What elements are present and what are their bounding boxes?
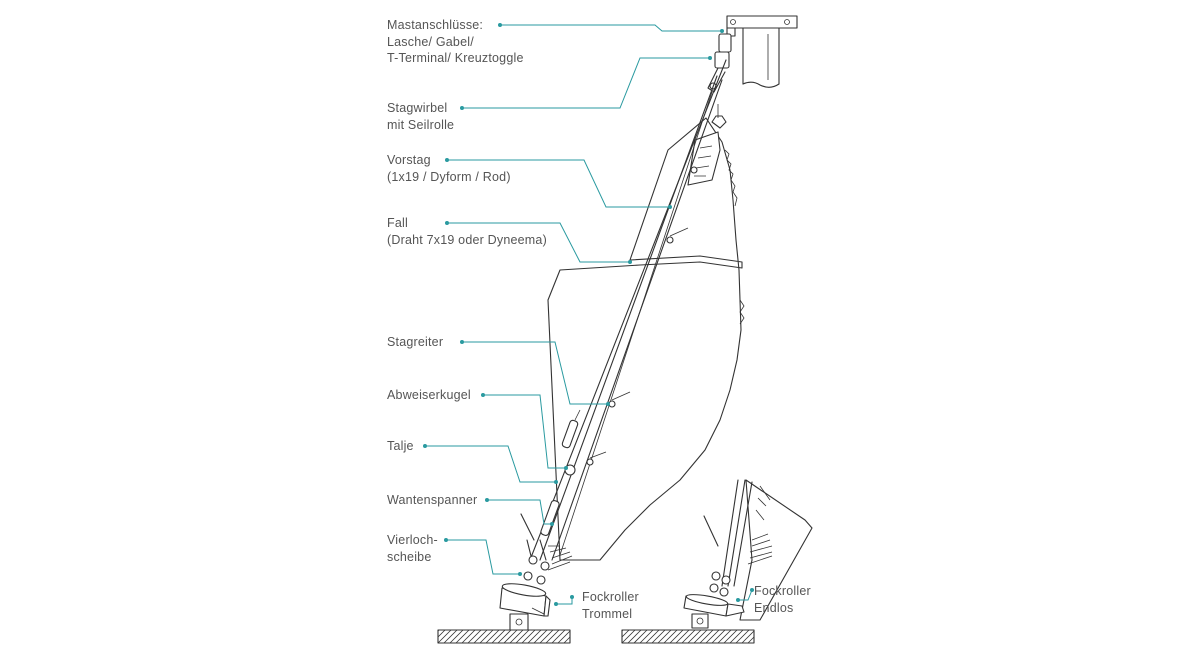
deck-hatch-line xyxy=(663,629,678,644)
deck-hatch-line xyxy=(443,629,458,644)
deck-hatch-line xyxy=(645,629,660,644)
label-tackle: Talje xyxy=(387,438,414,455)
deck-hatch-line xyxy=(437,629,440,632)
deck-hatch-line xyxy=(467,629,482,644)
deck-hatch-line xyxy=(705,629,720,644)
leader-lines xyxy=(423,23,754,606)
label-mast-fittings: Mastanschlüsse: Lasche/ Gabel/ T-Termina… xyxy=(387,17,524,67)
stay-swivel xyxy=(707,33,732,93)
deck-hatch-line xyxy=(729,629,744,644)
label-four-hole-plate: Vierloch- scheibe xyxy=(387,532,438,565)
deck-hatch-line xyxy=(747,636,755,644)
endless-furler-stay xyxy=(703,479,753,597)
label-forestay: Vorstag (1x19 / Dyform / Rod) xyxy=(387,152,511,185)
drum-furler xyxy=(499,583,551,631)
deck-hatch-line xyxy=(621,629,636,644)
deck-hatch-line xyxy=(563,636,571,644)
endless-furler-sail xyxy=(739,479,813,621)
label-hank: Stagreiter xyxy=(387,334,443,351)
label-line: Lasche/ Gabel/ xyxy=(387,34,474,49)
deck-hatch-line xyxy=(521,629,536,644)
label-furler-endless: Fockroller Endlos xyxy=(754,583,811,616)
deck-hatch-line xyxy=(639,629,654,644)
label-line: Trommel xyxy=(582,606,633,621)
deck-hatch-line xyxy=(621,629,630,638)
label-line: (Draht 7x19 oder Dyneema) xyxy=(387,232,547,247)
deck-hatch-line xyxy=(651,629,666,644)
forestay-lines xyxy=(529,59,727,561)
deck-hatch-line xyxy=(485,629,500,644)
deck-hatch-line xyxy=(509,629,524,644)
deck-hatch-line xyxy=(687,629,702,644)
label-halyard: Fall (Draht 7x19 oder Dyneema) xyxy=(387,215,547,248)
deck-hatch-line xyxy=(735,629,750,644)
deck-hatch-line xyxy=(669,629,684,644)
deck-hatch-line xyxy=(723,629,738,644)
deck-hatch-line xyxy=(515,629,530,644)
deck-hatch-line xyxy=(497,629,512,644)
label-line: Fockroller xyxy=(582,590,639,604)
deck-hatch-line xyxy=(711,629,726,644)
deck-hatch-line xyxy=(699,629,714,644)
endless-furler xyxy=(683,594,745,629)
label-line: Mastanschlüsse: xyxy=(387,18,484,32)
label-swivel: Stagwirbel mit Seilrolle xyxy=(387,100,454,133)
deck-hatch-line xyxy=(681,629,696,644)
deck-hatch-line xyxy=(491,629,506,644)
label-furler-drum: Fockroller Trommel xyxy=(582,589,639,622)
main-sail xyxy=(547,104,745,561)
label-line: Vorstag xyxy=(387,153,431,167)
lower-fittings xyxy=(520,513,573,585)
deck-hatch-line xyxy=(533,629,548,644)
label-turnbuckle: Wantenspanner xyxy=(387,492,477,509)
stay-hanks xyxy=(586,166,698,466)
deck-hatch-line xyxy=(621,629,624,632)
label-line: Stagreiter xyxy=(387,335,444,349)
deck-hatch-line xyxy=(527,629,542,644)
deck-hatch-line xyxy=(693,629,708,644)
deck-hatch-line xyxy=(657,629,672,644)
label-line: Endlos xyxy=(754,600,794,615)
deck-hatch-line xyxy=(437,629,446,638)
tackle xyxy=(561,409,581,449)
deck-hatch-line xyxy=(461,629,476,644)
label-line: Wantenspanner xyxy=(387,493,478,507)
deck-hatch-line xyxy=(449,629,464,644)
label-line: scheibe xyxy=(387,549,432,564)
deck-hatch-line xyxy=(545,629,560,644)
deck-hatch-line xyxy=(633,629,648,644)
deck-hatch-line xyxy=(539,629,554,644)
label-line: mit Seilrolle xyxy=(387,117,455,132)
deck-hatch-line xyxy=(479,629,494,644)
deck-hatch-line xyxy=(675,629,690,644)
deck-hatch-line xyxy=(717,629,732,644)
deck-hatch-line xyxy=(551,629,566,644)
deck-hatch-line xyxy=(557,630,571,644)
label-line: (1x19 / Dyform / Rod) xyxy=(387,169,511,184)
turnbuckle xyxy=(540,500,560,536)
deck-hatch-line xyxy=(627,629,642,644)
label-line: Abweiserkugel xyxy=(387,388,471,402)
deck-hatch-line xyxy=(503,629,518,644)
label-line: Fockroller xyxy=(754,584,811,598)
deck-hatch-line xyxy=(741,630,755,644)
label-line: Talje xyxy=(387,439,414,453)
mast-top xyxy=(726,15,798,88)
deck-hatch-line xyxy=(473,629,488,644)
label-line: Stagwirbel xyxy=(387,101,448,115)
label-deflector-ball: Abweiserkugel xyxy=(387,387,471,404)
label-line: Fall xyxy=(387,216,408,230)
deck-hatch-line xyxy=(455,629,470,644)
deck-base-left xyxy=(437,629,571,644)
deck-base-right xyxy=(621,629,755,644)
label-line: Vierloch- xyxy=(387,533,438,547)
label-line: T-Terminal/ Kreuztoggle xyxy=(387,51,524,65)
deck-hatch-line xyxy=(437,629,452,644)
